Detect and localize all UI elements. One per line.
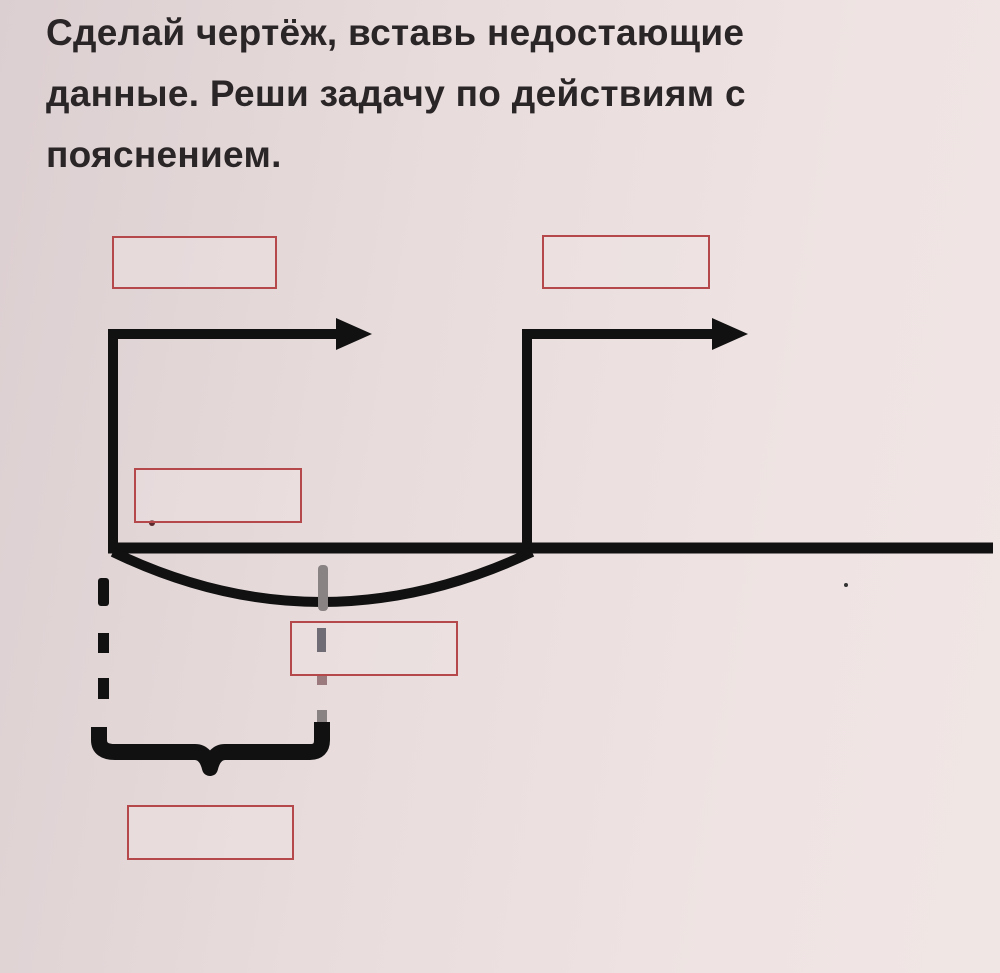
marker-segment: [317, 628, 326, 652]
speed-first-input[interactable]: [112, 236, 277, 289]
task-line-3: пояснением.: [46, 134, 282, 175]
dash-segment: [98, 678, 109, 699]
time-first-input[interactable]: [134, 468, 302, 523]
meeting-point-marker: [317, 565, 328, 722]
task-line-1: Сделай чертёж, вставь недостающие: [46, 12, 745, 53]
speck: [844, 583, 848, 587]
task-statement: Сделай чертёж, вставь недостающие данные…: [46, 0, 946, 185]
first-arrow-head-icon: [336, 318, 372, 350]
marker-segment: [317, 675, 327, 685]
distance-arc-input[interactable]: [290, 621, 458, 676]
first-object-arrow: [108, 318, 372, 553]
left-dashed-marker: [98, 578, 109, 699]
second-object-arrow: [522, 318, 748, 553]
second-arrow-head-icon: [712, 318, 748, 350]
dash-segment: [98, 633, 109, 653]
distance-brace-input[interactable]: [127, 805, 294, 860]
speed-second-input[interactable]: [542, 235, 710, 289]
dash-segment: [98, 578, 109, 606]
task-line-2: данные. Реши задачу по действиям с: [46, 73, 746, 114]
marker-segment: [318, 565, 328, 611]
marker-segment: [317, 710, 327, 722]
distance-brace: [91, 722, 330, 776]
